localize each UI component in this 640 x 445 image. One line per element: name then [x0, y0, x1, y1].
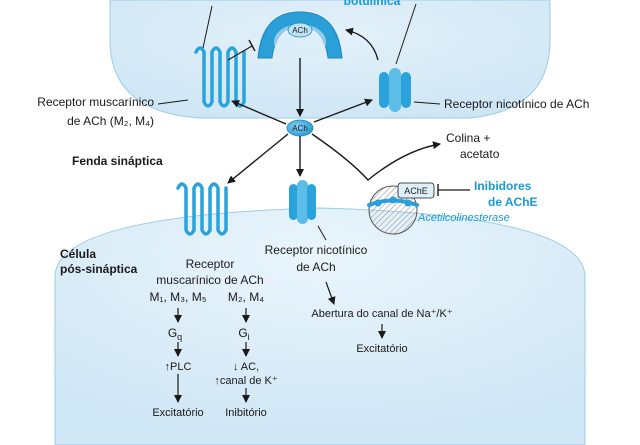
receptor-pointer	[157, 99, 189, 105]
receptor-pointer	[413, 101, 441, 105]
left-pre-receptor-line1: Receptor muscarínico	[37, 95, 154, 109]
ache-box	[397, 182, 435, 199]
excitatory-right: Excitatório	[356, 343, 407, 355]
channel-opening: Abertura do canal de Na⁺/K⁺	[311, 308, 452, 320]
gi-label: Gi	[238, 326, 249, 342]
pre-nicotinic-receptor-icon	[379, 68, 411, 112]
subtypes-left: M₁, M₃, M₅	[149, 290, 206, 304]
post-musc-line2: muscarínico de ACh	[156, 273, 263, 287]
cascade-arrow	[325, 281, 336, 305]
inhibitors-line2: de AChE	[488, 195, 538, 209]
left-pre-receptor-line2: de ACh (M₂, M₄)	[67, 114, 154, 128]
post-nic-line2: de ACh	[296, 260, 335, 274]
inhibitory-label: Inibitório	[225, 407, 267, 419]
choline-line2: acetato	[460, 147, 500, 161]
receptor-pointer	[317, 225, 327, 241]
receptor-pointer	[202, 5, 213, 49]
vesicle-label: ACh	[292, 26, 308, 35]
vesicle-core	[274, 24, 326, 60]
ach-label: ACh	[292, 124, 308, 133]
inhibition-bar	[227, 45, 253, 61]
post-nicotinic-receptor-icon	[289, 180, 316, 224]
post-nic-line1: Receptor nicotínico	[265, 243, 368, 257]
ache-bead	[374, 199, 382, 207]
excitatory-left: Excitatório	[152, 407, 203, 419]
post-cell-line2: pós-sináptica	[60, 262, 138, 276]
ache-label: AChE	[404, 186, 428, 196]
vesicle-ach-molecule	[287, 22, 313, 38]
choline-line1: Colina +	[446, 131, 490, 145]
ache-bead	[404, 199, 412, 207]
subtypes-right: M₂, M₄	[228, 290, 264, 304]
cleft-label: Fenda sináptica	[72, 154, 163, 168]
k-channel-label: ↑canal de K⁺	[214, 375, 277, 387]
ac-label: ↓ AC,	[233, 361, 259, 373]
postsynaptic-cell	[54, 207, 586, 445]
enzyme-name: Acetilcolinesterase	[417, 212, 510, 224]
arrow-to-post-musc	[227, 133, 289, 184]
arrow-to-pre-musc	[231, 100, 287, 125]
arrow-to-pre-nic	[313, 98, 373, 123]
ache-bead	[389, 196, 397, 204]
arrow-to-ache	[311, 133, 441, 181]
post-musc-line1: Receptor	[186, 257, 235, 271]
inhibitors-line1: Inibidores	[474, 179, 532, 193]
gq-label: Gq	[168, 326, 182, 342]
right-pre-receptor: Receptor nicotínico de ACh	[444, 97, 589, 111]
receptor-pointer	[395, 3, 417, 65]
plc-label: ↑PLC	[165, 361, 192, 373]
feedback-arrow	[345, 27, 379, 61]
inhibition-bar	[248, 39, 256, 52]
post-muscarinic-receptor-icon	[176, 182, 228, 236]
pre-muscarinic-receptor-icon	[194, 46, 246, 108]
top-label: botulínica	[344, 0, 401, 8]
post-cell-line1: Célula	[60, 247, 96, 261]
